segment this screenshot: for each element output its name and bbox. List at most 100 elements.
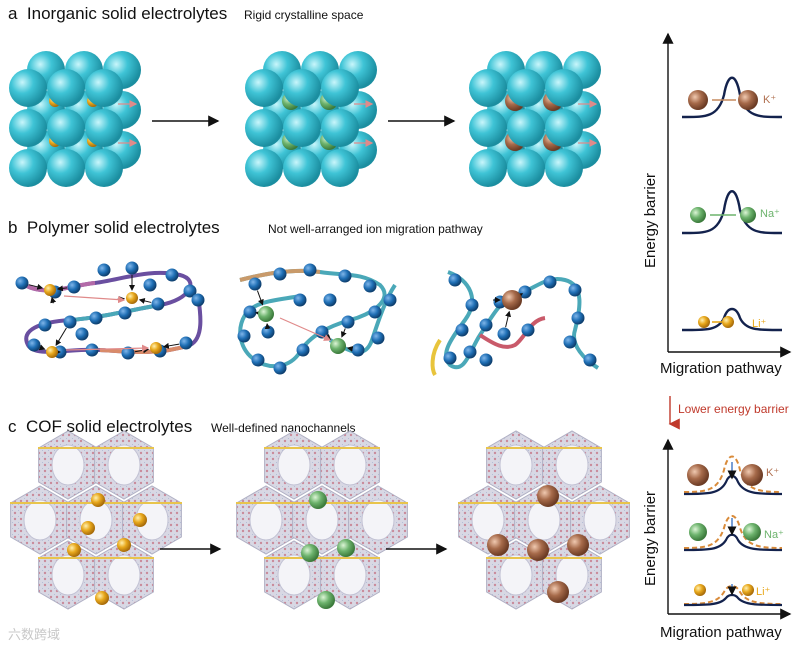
lattice-atom (283, 69, 321, 107)
chain-node (371, 331, 385, 345)
cof-channel (333, 554, 367, 596)
chain-node (293, 293, 307, 307)
polymer-ions (28, 275, 524, 358)
lattice-atom (9, 109, 47, 147)
chain-node (125, 261, 139, 275)
chain-node (463, 345, 477, 359)
coordination-arrow (38, 344, 46, 351)
section-c-subtitle: Well-defined nanochannels (211, 421, 356, 435)
chain-node (465, 298, 479, 312)
ion-li (95, 591, 109, 605)
lattice-atom (321, 69, 359, 107)
cof-channel (471, 499, 505, 541)
lattice-atom (469, 69, 507, 107)
chain-node (67, 280, 81, 294)
lattice-atom (283, 149, 321, 187)
energy-plot-bottom (662, 438, 792, 620)
lattice-atom (469, 109, 507, 147)
lattice-atom (507, 149, 545, 187)
cof-channel (277, 444, 311, 486)
ion-k (741, 464, 763, 486)
ion-k (502, 290, 522, 310)
chain-node (338, 269, 352, 283)
chain-node (38, 318, 52, 332)
chain-node (191, 293, 205, 307)
chain-node (583, 353, 597, 367)
cof-k (458, 430, 630, 610)
ion-li (742, 584, 754, 596)
chain-node (363, 279, 377, 293)
energy-plot-top-ions (688, 90, 758, 328)
polymer-nodes-3 (443, 273, 597, 367)
polymer-nodes-1 (15, 261, 205, 360)
lattice-atom (245, 109, 283, 147)
cof-channel (107, 444, 141, 486)
chain-node (237, 329, 251, 343)
bottom-ion-label-k: K⁺ (766, 467, 780, 479)
top-ion-label-k: K⁺ (763, 94, 777, 106)
lattice-k (469, 51, 601, 187)
ion-na (743, 523, 761, 541)
ion-k (567, 534, 589, 556)
section-b-subtitle: Not well-arranged ion migration pathway (268, 222, 483, 236)
coordination-arrow (340, 328, 347, 338)
lattice-li (9, 51, 141, 187)
cof-channel (583, 499, 617, 541)
chain-node (296, 343, 310, 357)
chain-node (183, 284, 197, 298)
lattice-atom (245, 149, 283, 187)
coordination-arrow (138, 298, 152, 304)
chain-node (97, 263, 111, 277)
ion-k (537, 485, 559, 507)
lattice-atom (85, 149, 123, 187)
bottom-ion-label-li: Li⁺ (756, 586, 771, 598)
top-ion-label-li: Li⁺ (752, 318, 767, 330)
lower-barrier-label: Lower energy barrier (678, 402, 789, 416)
chain-node (118, 306, 132, 320)
migration-arrow (63, 295, 126, 304)
coordination-arrow (162, 342, 180, 349)
inorganic-lattices (9, 51, 601, 187)
lattice-atom (545, 69, 583, 107)
lattice-atom (545, 149, 583, 187)
chain-node (243, 305, 257, 319)
ion-na (330, 338, 346, 354)
lattice-atom (507, 109, 545, 147)
lattice-atom (321, 149, 359, 187)
chain-node (151, 297, 165, 311)
migration-arrow (279, 317, 332, 341)
chain-node (251, 353, 265, 367)
chain-node (479, 318, 493, 332)
chain-node (15, 276, 29, 290)
section-b-title: b Polymer solid electrolytes (8, 218, 220, 237)
cof-na (236, 430, 408, 610)
polymer-chain-1 (16, 270, 203, 354)
coordination-arrow (50, 296, 57, 304)
ion-li (694, 584, 706, 596)
lattice-atom (469, 149, 507, 187)
lattice-atom (47, 149, 85, 187)
chain-node (303, 263, 317, 277)
ion-li (44, 284, 56, 296)
chain-node (89, 311, 103, 325)
lattice-atom (47, 109, 85, 147)
chain-node (543, 275, 557, 289)
chain-node (273, 267, 287, 281)
chain-node (261, 325, 275, 339)
chain-node (521, 323, 535, 337)
chain-node (248, 277, 262, 291)
ion-li (722, 316, 734, 328)
ion-li (117, 538, 131, 552)
chain-node (479, 353, 493, 367)
chain-node (27, 338, 41, 352)
chain-node (341, 315, 355, 329)
chain-node (351, 343, 365, 357)
ion-na (740, 207, 756, 223)
chain-node (143, 278, 157, 292)
lattice-atom (85, 109, 123, 147)
chain-node (368, 305, 382, 319)
coordination-arrow (28, 283, 44, 290)
chain-node (165, 268, 179, 282)
cof-channel (499, 554, 533, 596)
section-a-subtitle: Rigid crystalline space (244, 8, 364, 22)
